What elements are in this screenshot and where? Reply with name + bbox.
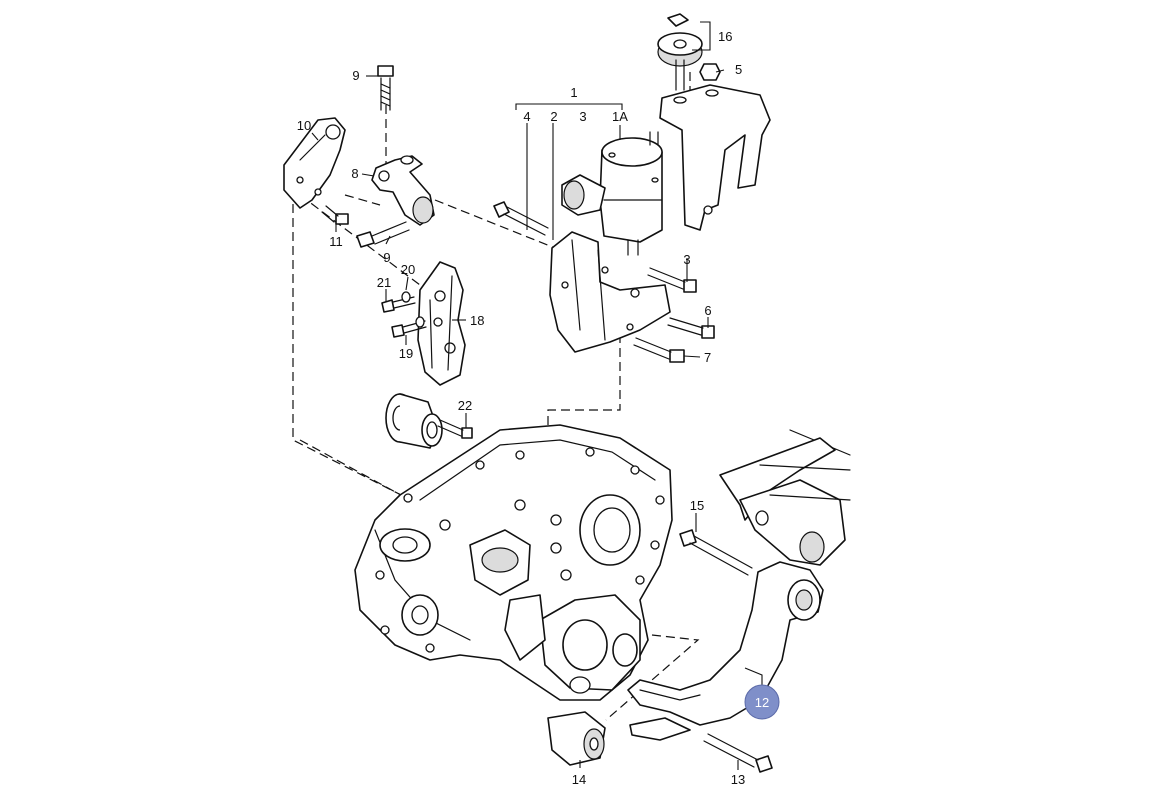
bolt-7[interactable] (633, 337, 685, 363)
bolt-11[interactable] (321, 205, 349, 225)
callout-16[interactable]: 16 (718, 29, 732, 44)
callout-1[interactable]: 1 (570, 85, 577, 100)
callout-7[interactable]: 7 (704, 350, 711, 365)
callout-labels: 1 4 2 3 1A 16 5 3 6 7 9 10 8 11 9 20 21 … (297, 29, 769, 787)
bolt-19[interactable] (391, 316, 427, 338)
gearbox-housing (354, 424, 673, 701)
callout-21[interactable]: 21 (377, 275, 391, 290)
callout-11[interactable]: 11 (329, 234, 343, 249)
bolt-4[interactable] (493, 201, 549, 236)
washer-20[interactable] (401, 291, 411, 303)
callout-9-top[interactable]: 9 (352, 68, 359, 83)
mount-assembly-1[interactable] (561, 131, 663, 256)
callout-4[interactable]: 4 (523, 109, 530, 124)
bolt-9-top[interactable] (377, 65, 394, 111)
bolt-21[interactable] (381, 296, 416, 313)
callout-18[interactable]: 18 (470, 313, 484, 328)
bolt-6[interactable] (667, 317, 715, 339)
rubber-buffer-16[interactable] (657, 13, 703, 91)
callout-leaders (311, 21, 763, 770)
torque-rod-8[interactable] (371, 155, 435, 226)
rubber-bush-14[interactable] (547, 711, 606, 766)
pendulum-support-12[interactable] (627, 561, 824, 741)
bracket-18[interactable] (417, 261, 466, 386)
drive-flange[interactable] (385, 393, 443, 449)
nut-5[interactable] (699, 63, 721, 81)
bolt-13[interactable] (703, 733, 773, 773)
mount-bracket-2[interactable] (549, 231, 671, 353)
callout-12-highlight[interactable] (744, 684, 780, 720)
callout-19[interactable]: 19 (399, 346, 413, 361)
callout-2[interactable]: 2 (550, 109, 557, 124)
bolt-9-bottom[interactable] (356, 221, 410, 248)
callout-6[interactable]: 6 (704, 303, 711, 318)
bolt-15[interactable] (679, 529, 753, 576)
callout-5[interactable]: 5 (735, 62, 742, 77)
callout-1a[interactable]: 1A (612, 109, 628, 124)
bolt-3-side[interactable] (647, 267, 697, 293)
subframe (719, 429, 851, 566)
callout-12[interactable]: 12 (755, 695, 769, 710)
callout-22[interactable]: 22 (458, 398, 472, 413)
callout-3-side[interactable]: 3 (683, 252, 690, 267)
callout-9-bottom[interactable]: 9 (383, 250, 390, 265)
torque-rod-bracket-10[interactable] (283, 117, 346, 209)
callout-14[interactable]: 14 (572, 772, 586, 787)
callout-10[interactable]: 10 (297, 118, 311, 133)
callout-13[interactable]: 13 (731, 772, 745, 787)
callout-3-top[interactable]: 3 (579, 109, 586, 124)
callout-8[interactable]: 8 (351, 166, 358, 181)
bolt-22[interactable] (437, 419, 473, 439)
callout-20[interactable]: 20 (401, 262, 415, 277)
callout-15[interactable]: 15 (690, 498, 704, 513)
body-bracket[interactable] (659, 84, 771, 231)
